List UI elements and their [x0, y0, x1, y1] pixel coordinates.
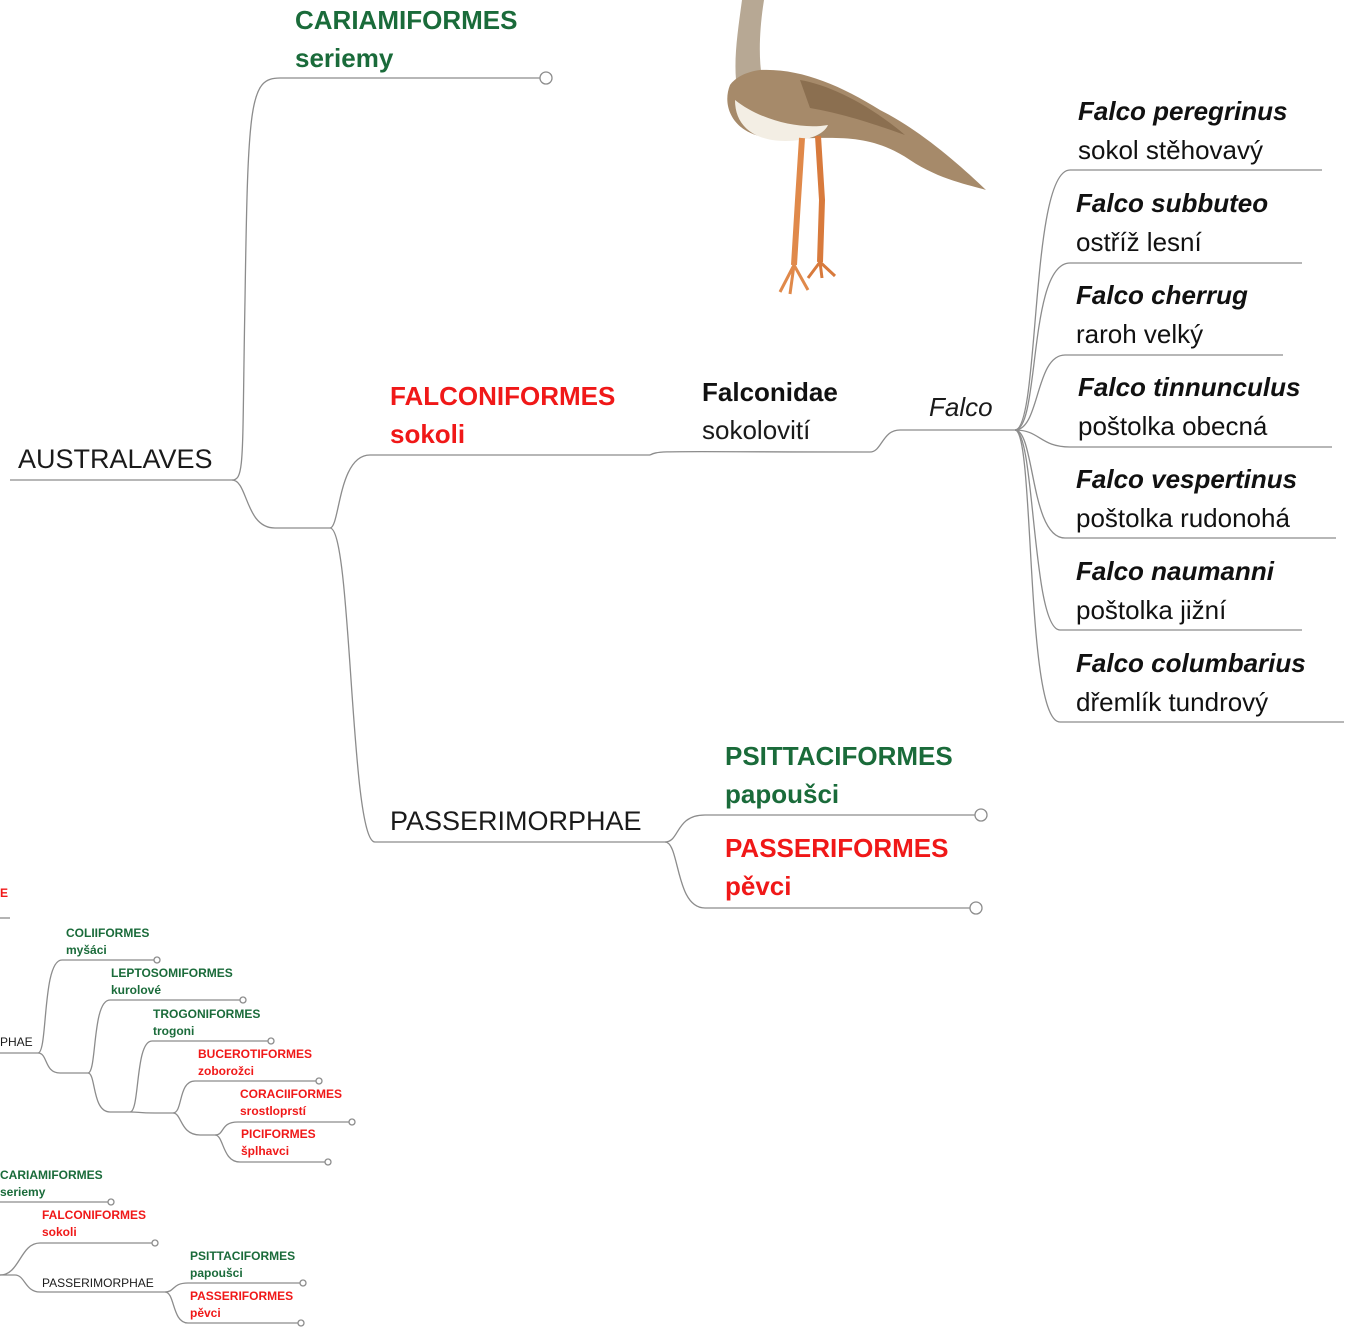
species-falco-subbuteo-czech: ostříž lesní [1076, 227, 1202, 257]
mini-node-cariamiformes[interactable]: CARIAMIFORMES [0, 1168, 103, 1182]
mini-node-bucerotiformes [315, 1077, 323, 1085]
mini-node-piciformes [324, 1158, 332, 1166]
mini-node-passeriformes[interactable]: PASSERIFORMES [190, 1289, 294, 1303]
species-falco-subbuteo[interactable]: Falco subbuteo [1076, 188, 1269, 218]
node-psittaciformes[interactable]: PSITTACIFORMES [725, 741, 953, 771]
species-falco-cherrug[interactable]: Falco cherrug [1076, 280, 1248, 310]
seriema-bird-illustration [727, 0, 986, 295]
mini-node-falconiformes [151, 1239, 159, 1247]
node-passeriformes-czech: pěvci [725, 871, 792, 901]
mini-node-passeriformes-czech: pěvci [190, 1306, 221, 1320]
mini-node-passerimorphae[interactable]: PASSERIMORPHAE [42, 1276, 154, 1290]
mini-node-leptosomiformes [239, 996, 247, 1004]
species-falco-tinnunculus[interactable]: Falco tinnunculus [1078, 372, 1301, 402]
node-falco-genus[interactable]: Falco [929, 392, 993, 422]
collapse-node-passeriformes [969, 901, 983, 915]
mini-node-coliiformes-czech: myšáci [66, 943, 107, 957]
mini-node-coraciiformes [348, 1118, 356, 1126]
mini-node-coliiformes[interactable]: COLIIFORMES [66, 926, 150, 940]
node-falconiformes-czech: sokoli [390, 419, 466, 449]
node-falconiformes[interactable]: FALCONIFORMES [390, 381, 616, 411]
mini-node-leptosomiformes-czech: kurolové [111, 983, 162, 997]
species-falco-peregrinus[interactable]: Falco peregrinus [1078, 96, 1288, 126]
mini-node-passerimorphae-cut[interactable]: PHAE [0, 1035, 33, 1049]
mini-node-coraciiformes-czech: srostloprstí [240, 1104, 307, 1118]
mini-node-leptosomiformes[interactable]: LEPTOSOMIFORMES [111, 966, 233, 980]
mini-node-trogoniformes[interactable]: TROGONIFORMES [153, 1007, 261, 1021]
node-cariamiformes[interactable]: CARIAMIFORMES [295, 5, 518, 35]
mini-node-cut-top: E [0, 886, 9, 900]
mini-node-psittaciformes[interactable]: PSITTACIFORMES [190, 1249, 296, 1263]
mini-node-falconiformes-czech: sokoli [42, 1225, 77, 1239]
species-falco-columbarius[interactable]: Falco columbarius [1076, 648, 1306, 678]
collapse-node-psittaciformes [974, 808, 988, 822]
node-passeriformes[interactable]: PASSERIFORMES [725, 833, 949, 863]
mini-node-psittaciformes-czech: papoušci [190, 1266, 243, 1280]
species-falco-peregrinus-czech: sokol stěhovavý [1078, 135, 1263, 165]
node-australaves[interactable]: AUSTRALAVES [18, 444, 213, 474]
mini-node-trogoniformes-czech: trogoni [153, 1024, 195, 1038]
species-falco-vespertinus[interactable]: Falco vespertinus [1076, 464, 1298, 494]
species-falco-columbarius-czech: dřemlík tundrový [1076, 687, 1269, 717]
mini-node-piciformes[interactable]: PICIFORMES [241, 1127, 316, 1141]
node-psittaciformes-czech: papoušci [725, 779, 840, 809]
mini-node-passeriformes [297, 1319, 305, 1327]
collapse-node-cariamiformes [539, 71, 553, 85]
mini-node-psittaciformes [299, 1279, 307, 1287]
mini-node-bucerotiformes-czech: zoborožci [198, 1064, 254, 1078]
mini-node-falconiformes[interactable]: FALCONIFORMES [42, 1208, 146, 1222]
mini-node-piciformes-czech: šplhavci [241, 1144, 290, 1158]
node-passerimorphae[interactable]: PASSERIMORPHAE [390, 806, 642, 836]
species-falco-naumanni[interactable]: Falco naumanni [1076, 556, 1274, 586]
mini-node-cariamiformes [107, 1198, 115, 1206]
species-falco-tinnunculus-czech: poštolka obecná [1078, 411, 1268, 441]
node-cariamiformes-czech: seriemy [295, 43, 394, 73]
node-falconidae-czech: sokolovití [702, 415, 811, 445]
mini-node-coliiformes [153, 956, 161, 964]
mini-node-bucerotiformes[interactable]: BUCEROTIFORMES [198, 1047, 312, 1061]
species-falco-vespertinus-czech: poštolka rudonohá [1076, 503, 1290, 533]
mini-node-trogoniformes [267, 1037, 275, 1045]
mini-node-coraciiformes[interactable]: CORACIIFORMES [240, 1087, 342, 1101]
species-falco-cherrug-czech: raroh velký [1076, 319, 1204, 349]
node-falconidae[interactable]: Falconidae [702, 377, 838, 407]
mini-node-cariamiformes-czech: seriemy [0, 1185, 46, 1199]
species-falco-naumanni-czech: poštolka jižní [1076, 595, 1227, 625]
